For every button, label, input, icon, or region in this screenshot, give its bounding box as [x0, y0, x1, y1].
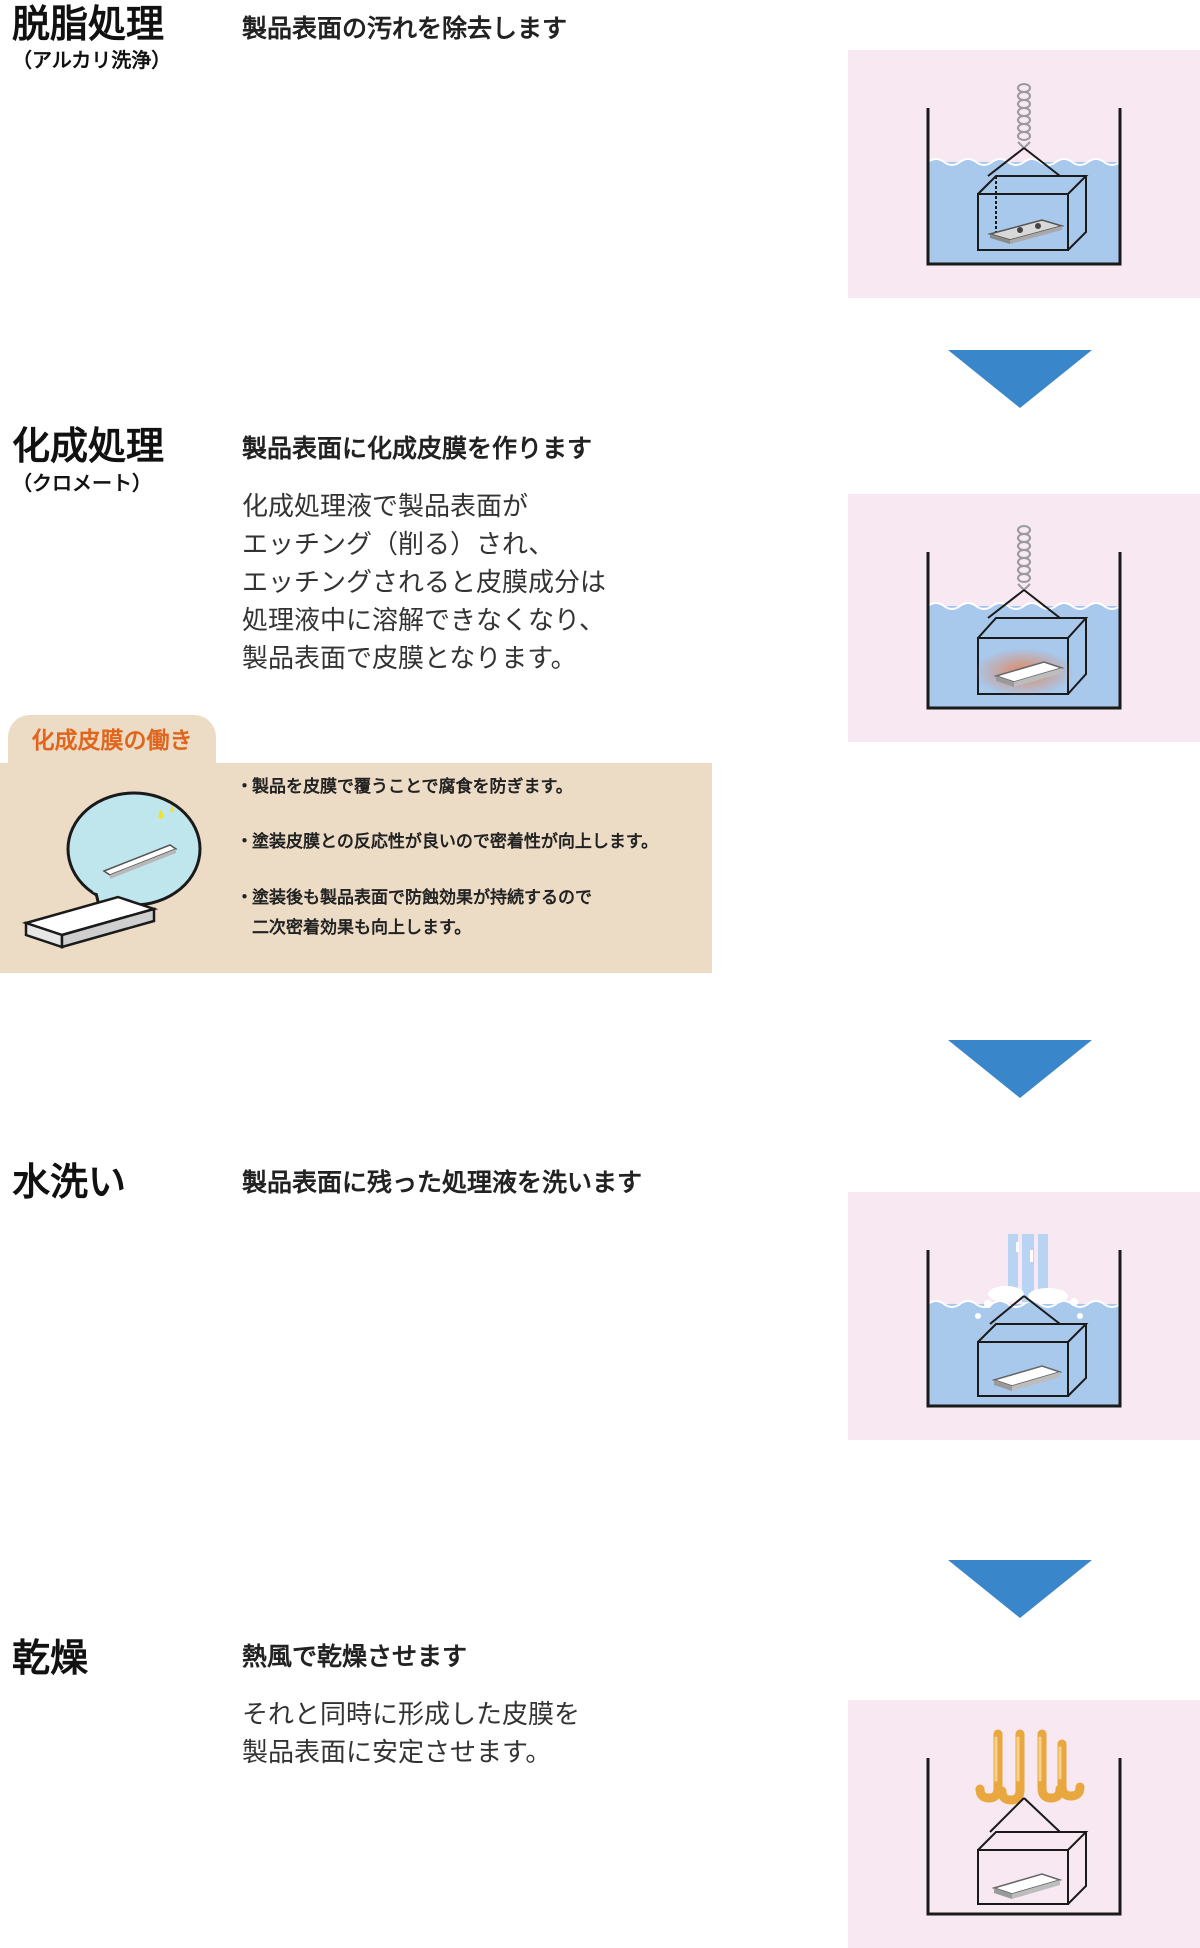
down-triangle-icon [948, 1040, 1092, 1098]
step-title: 水洗い [12, 1160, 127, 1204]
step-title: 脱脂処理 [12, 2, 165, 46]
step-lead: 製品表面に残った処理液を洗います [242, 1168, 643, 1197]
step-subtitle: （クロメート） [12, 471, 152, 495]
step-lead: 製品表面に化成皮膜を作ります [242, 434, 593, 463]
degreasing-tank-icon [926, 83, 1122, 266]
card-bullet: ・製品を皮膜で覆うことで腐食を防ぎます。 [236, 772, 573, 802]
bullet-text: 塗装皮膜との反応性が良いので密着性が向上します。 [252, 832, 659, 852]
water-rinse-tank-icon [926, 1234, 1122, 1408]
description-line: エッチング（削る）され、 [242, 530, 555, 560]
description-line: 処理液中に溶解できなくなり、 [242, 606, 605, 636]
bullet-text: 製品を皮膜で覆うことで腐食を防ぎます。 [252, 777, 573, 797]
step-lead: 製品表面の汚れを除去します [242, 14, 568, 43]
step-subtitle: （アルカリ洗浄） [12, 48, 172, 72]
down-triangle-icon [948, 350, 1092, 408]
card-bullet: ・塗装後も製品表面で防蝕効果が持続するので 二次密着効果も向上します。 [236, 883, 592, 943]
chemical-illustration [848, 494, 1200, 742]
bullet-marker: ・ [236, 777, 253, 797]
description-line: それと同時に形成した皮膜を [242, 1700, 581, 1730]
down-triangle-icon [948, 1560, 1092, 1618]
rinse-illustration [848, 1192, 1200, 1440]
bullet-text: 塗装後も製品表面で防蝕効果が持続するので [252, 888, 592, 908]
card-tab-label: 化成皮膜の働き [8, 715, 216, 765]
flow-arrow-2 [948, 1040, 1092, 1098]
step-title: 乾燥 [12, 1636, 89, 1680]
step-description: 化成処理液で製品表面が エッチング（削る）され、 エッチングされると皮膜成分は … [242, 488, 606, 678]
hot-air-drying-icon [926, 1729, 1122, 1916]
flow-arrow-3 [948, 1560, 1092, 1618]
description-line: 製品表面で皮膜となります。 [242, 644, 577, 674]
chemical-conversion-tank-icon [926, 525, 1122, 710]
bullet-marker: ・ [236, 832, 253, 852]
card-bullet: ・塗装皮膜との反応性が良いので密着性が向上します。 [236, 827, 658, 857]
coated-plate-speech-bubble-icon [21, 791, 202, 949]
drying-illustration [848, 1700, 1200, 1948]
description-line: エッチングされると皮膜成分は [242, 568, 607, 598]
description-line: 製品表面に安定させます。 [242, 1738, 552, 1768]
description-line: 化成処理液で製品表面が [242, 492, 529, 522]
flow-arrow-1 [948, 350, 1092, 408]
step-title: 化成処理 [12, 424, 165, 468]
step-description: それと同時に形成した皮膜を 製品表面に安定させます。 [242, 1696, 580, 1772]
step-lead: 熱風で乾燥させます [242, 1642, 468, 1671]
bullet-text-continued: 二次密着効果も向上します。 [252, 918, 472, 938]
card-body: ・製品を皮膜で覆うことで腐食を防ぎます。 ・塗装皮膜との反応性が良いので密着性が… [0, 763, 712, 973]
degreasing-illustration [848, 50, 1200, 298]
bullet-marker: ・ [236, 888, 253, 908]
